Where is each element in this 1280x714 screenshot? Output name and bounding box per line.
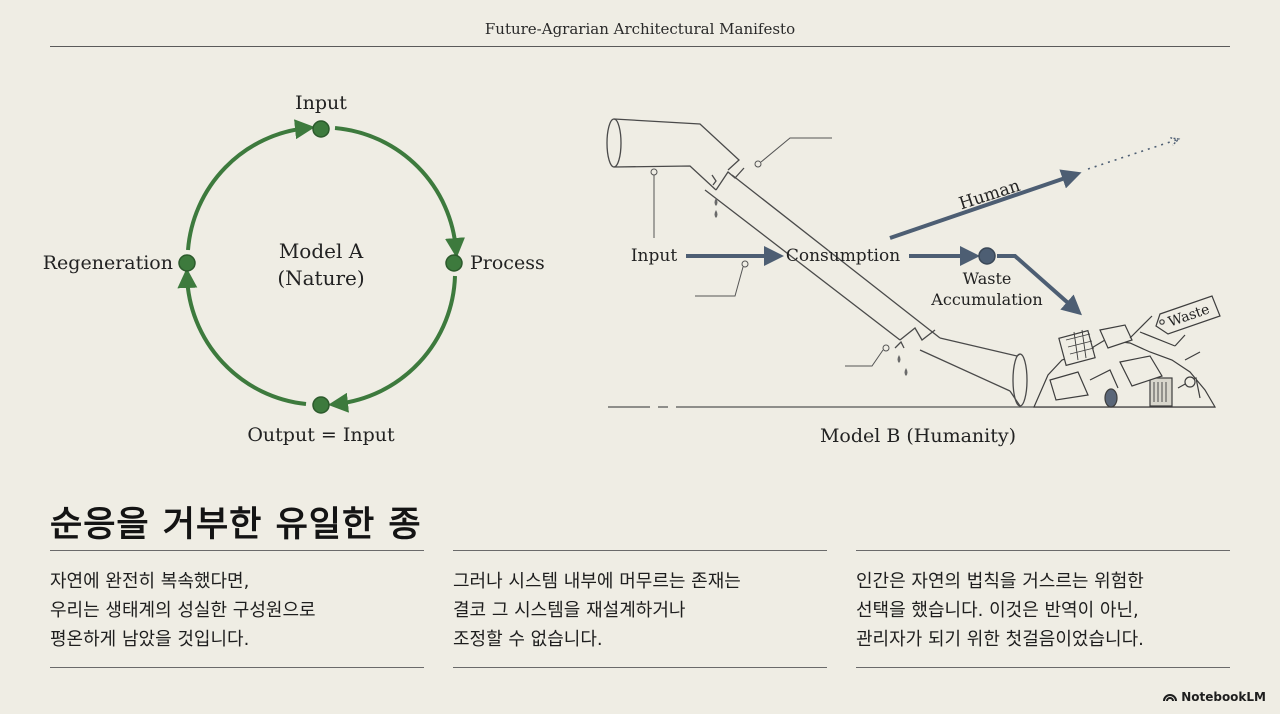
headline: 순응을 거부한 유일한 종 bbox=[50, 505, 422, 545]
node-input-label: Input bbox=[295, 92, 347, 114]
brand-label: NotebookLM bbox=[1181, 690, 1266, 704]
waste-tag bbox=[1129, 295, 1221, 339]
cycle-arc-right-bottom bbox=[328, 275, 457, 413]
cycle-arc-bottom-left bbox=[177, 268, 307, 406]
callout-lines bbox=[650, 137, 890, 367]
cycle-arc-left-top bbox=[186, 119, 315, 251]
header-divider bbox=[50, 46, 1230, 47]
model-a-subtitle: (Nature) bbox=[277, 266, 364, 290]
node-input-dot bbox=[312, 120, 330, 138]
node-regeneration-dot bbox=[178, 254, 196, 272]
human-arrow bbox=[889, 169, 1082, 240]
node-output-label: Output = Input bbox=[247, 424, 395, 446]
waste-accumulation-label-2: Accumulation bbox=[930, 290, 1042, 309]
notebooklm-logo-icon bbox=[1163, 694, 1178, 702]
waste-node-dot bbox=[978, 247, 996, 265]
model-b-system: Input Consumption Human Waste Accumulati… bbox=[606, 118, 1221, 447]
text-column-2: 그러나 시스템 내부에 머무르는 존재는 결코 그 시스템을 재설계하거나 조정… bbox=[453, 550, 827, 668]
column-1-text: 자연에 완전히 복속했다면, 우리는 생태계의 성실한 구성원으로 평온하게 남… bbox=[50, 571, 316, 650]
node-output-dot bbox=[312, 396, 330, 414]
column-2-text: 그러나 시스템 내부에 머무르는 존재는 결코 그 시스템을 재설계하거나 조정… bbox=[453, 571, 741, 650]
model-b-caption: Model B (Humanity) bbox=[820, 425, 1016, 447]
waste-accumulation-label-1: Waste bbox=[963, 269, 1012, 288]
waste-pile-illustration bbox=[1033, 324, 1217, 408]
header-title: Future-Agrarian Architectural Manifesto bbox=[484, 20, 796, 38]
cycle-arc-top-right bbox=[334, 126, 466, 258]
model-a-cycle: Input Process Output = Input Regeneratio… bbox=[43, 92, 545, 446]
node-regeneration-label: Regeneration bbox=[43, 252, 173, 274]
text-column-1: 자연에 완전히 복속했다면, 우리는 생태계의 성실한 구성원으로 평온하게 남… bbox=[50, 550, 424, 668]
human-dotted-trajectory bbox=[1087, 140, 1176, 170]
model-b-human-label: Human bbox=[957, 176, 1023, 214]
node-process-label: Process bbox=[470, 252, 545, 274]
brand-watermark: NotebookLM bbox=[1163, 690, 1266, 704]
model-a-title: Model A bbox=[279, 239, 364, 263]
diagram-canvas: Input Process Output = Input Regeneratio… bbox=[43, 92, 1221, 447]
broken-pipe-illustration bbox=[606, 118, 1028, 407]
column-3-text: 인간은 자연의 법칙을 거스르는 위험한 선택을 했습니다. 이것은 반역이 아… bbox=[856, 571, 1144, 650]
model-b-input-label: Input bbox=[631, 246, 677, 266]
waste-down-arrow bbox=[997, 254, 1082, 316]
model-b-consumption-label: Consumption bbox=[786, 246, 900, 266]
water-drops bbox=[714, 198, 908, 376]
node-process-dot bbox=[445, 254, 463, 272]
text-column-3: 인간은 자연의 법칙을 거스르는 위험한 선택을 했습니다. 이것은 반역이 아… bbox=[856, 550, 1230, 668]
